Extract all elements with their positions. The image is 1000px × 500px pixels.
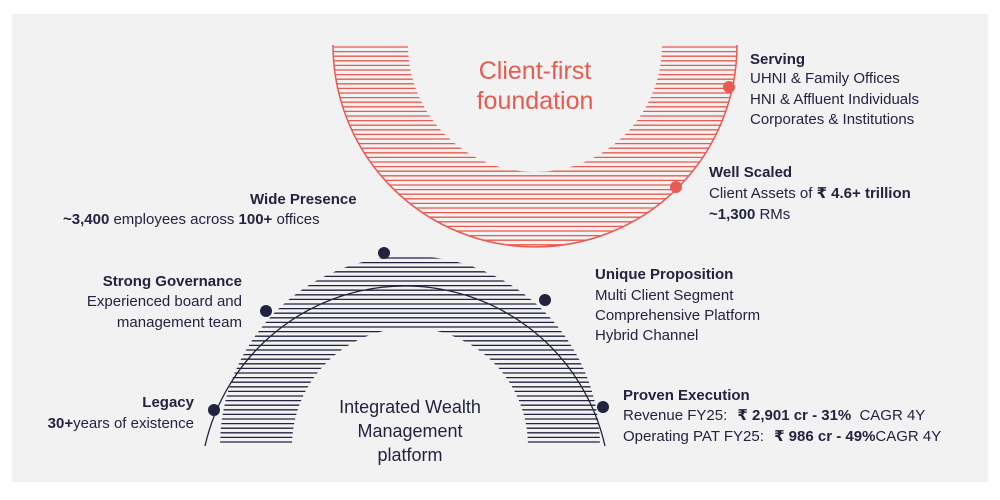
strong-governance-heading: Strong Governance <box>102 273 242 290</box>
unique-proposition-item: Comprehensive Platform <box>595 307 761 324</box>
unique-proposition-item: Hybrid Channel <box>595 327 699 344</box>
revenue-label: Revenue FY25: <box>623 407 728 424</box>
offices-value: 100+ <box>238 211 273 228</box>
well-scaled-heading: Well Scaled <box>709 164 793 181</box>
bottom-arc-title-line1: Integrated Wealth <box>339 397 481 417</box>
strong-governance-line2: management team <box>116 314 242 331</box>
proven-execution-heading: Proven Execution <box>623 387 750 404</box>
revenue-line: Revenue FY25: ₹ 2,901 cr - 31% CAGR 4Y <box>623 406 925 426</box>
pat-cagr: CAGR 4Y <box>875 428 942 445</box>
top-arc-title-line1: Client-first <box>478 57 592 85</box>
serving-item: Corporates & Institutions <box>750 111 915 128</box>
legacy-text: 30+years of existence <box>10 414 194 434</box>
revenue-value: ₹ 2,901 cr <box>737 407 808 424</box>
well-scaled-assets: Client Assets of ₹ 4.6+ trillion <box>709 184 911 204</box>
strong-governance-line1: Experienced board and <box>86 293 242 310</box>
background-panel <box>12 14 988 482</box>
serving-item: HNI & Affluent Individuals <box>750 91 919 108</box>
strong-governance-dot <box>260 305 272 317</box>
serving-heading: Serving <box>750 51 806 68</box>
bottom-arc-title-line3: platform <box>377 445 443 465</box>
unique-proposition-heading: Unique Proposition <box>595 266 734 283</box>
proven-execution-dot <box>597 401 609 413</box>
rms-value: ~1,300 <box>709 206 756 223</box>
employees-text: employees across <box>113 211 235 228</box>
revenue-cagr: CAGR 4Y <box>859 407 926 424</box>
pat-growth: - 49% <box>836 428 876 445</box>
wide-presence-heading: Wide Presence <box>250 191 357 208</box>
bottom-arc-title: Integrated Wealth Management platform <box>305 395 515 467</box>
legacy-dot <box>208 404 220 416</box>
assets-value: ₹ 4.6+ trillion <box>816 185 911 202</box>
wide-presence-text: ~3,400 employees across 100+ offices <box>63 210 320 230</box>
pat-label: Operating PAT FY25: <box>623 428 764 445</box>
bottom-arc-title-line2: Management <box>357 421 463 441</box>
pat-value: ₹ 986 cr <box>774 428 833 445</box>
unique-proposition-dot <box>539 294 551 306</box>
well-scaled-rms: ~1,300 RMs <box>709 205 790 225</box>
serving-dot <box>723 81 735 93</box>
top-arc-title-line2: foundation <box>476 87 594 115</box>
pat-line: Operating PAT FY25: ₹ 986 cr - 49%CAGR 4… <box>623 427 941 447</box>
well-scaled-dot <box>670 181 682 193</box>
unique-proposition-item: Multi Client Segment <box>595 287 734 304</box>
top-arc-outline <box>332 44 738 248</box>
top-arc-title: Client-first foundation <box>435 56 635 116</box>
wide-presence-dot <box>378 247 390 259</box>
years-value: 30+ <box>47 415 74 432</box>
offices-text: offices <box>276 211 320 228</box>
bottom-arc-outline <box>204 285 606 447</box>
assets-prefix: Client Assets of <box>709 185 813 202</box>
legacy-heading: Legacy <box>142 394 194 411</box>
revenue-growth: - 31% <box>812 407 852 424</box>
years-text: years of existence <box>73 415 194 432</box>
serving-item: UHNI & Family Offices <box>750 70 900 87</box>
employees-value: ~3,400 <box>63 211 110 228</box>
rms-suffix: RMs <box>759 206 791 223</box>
